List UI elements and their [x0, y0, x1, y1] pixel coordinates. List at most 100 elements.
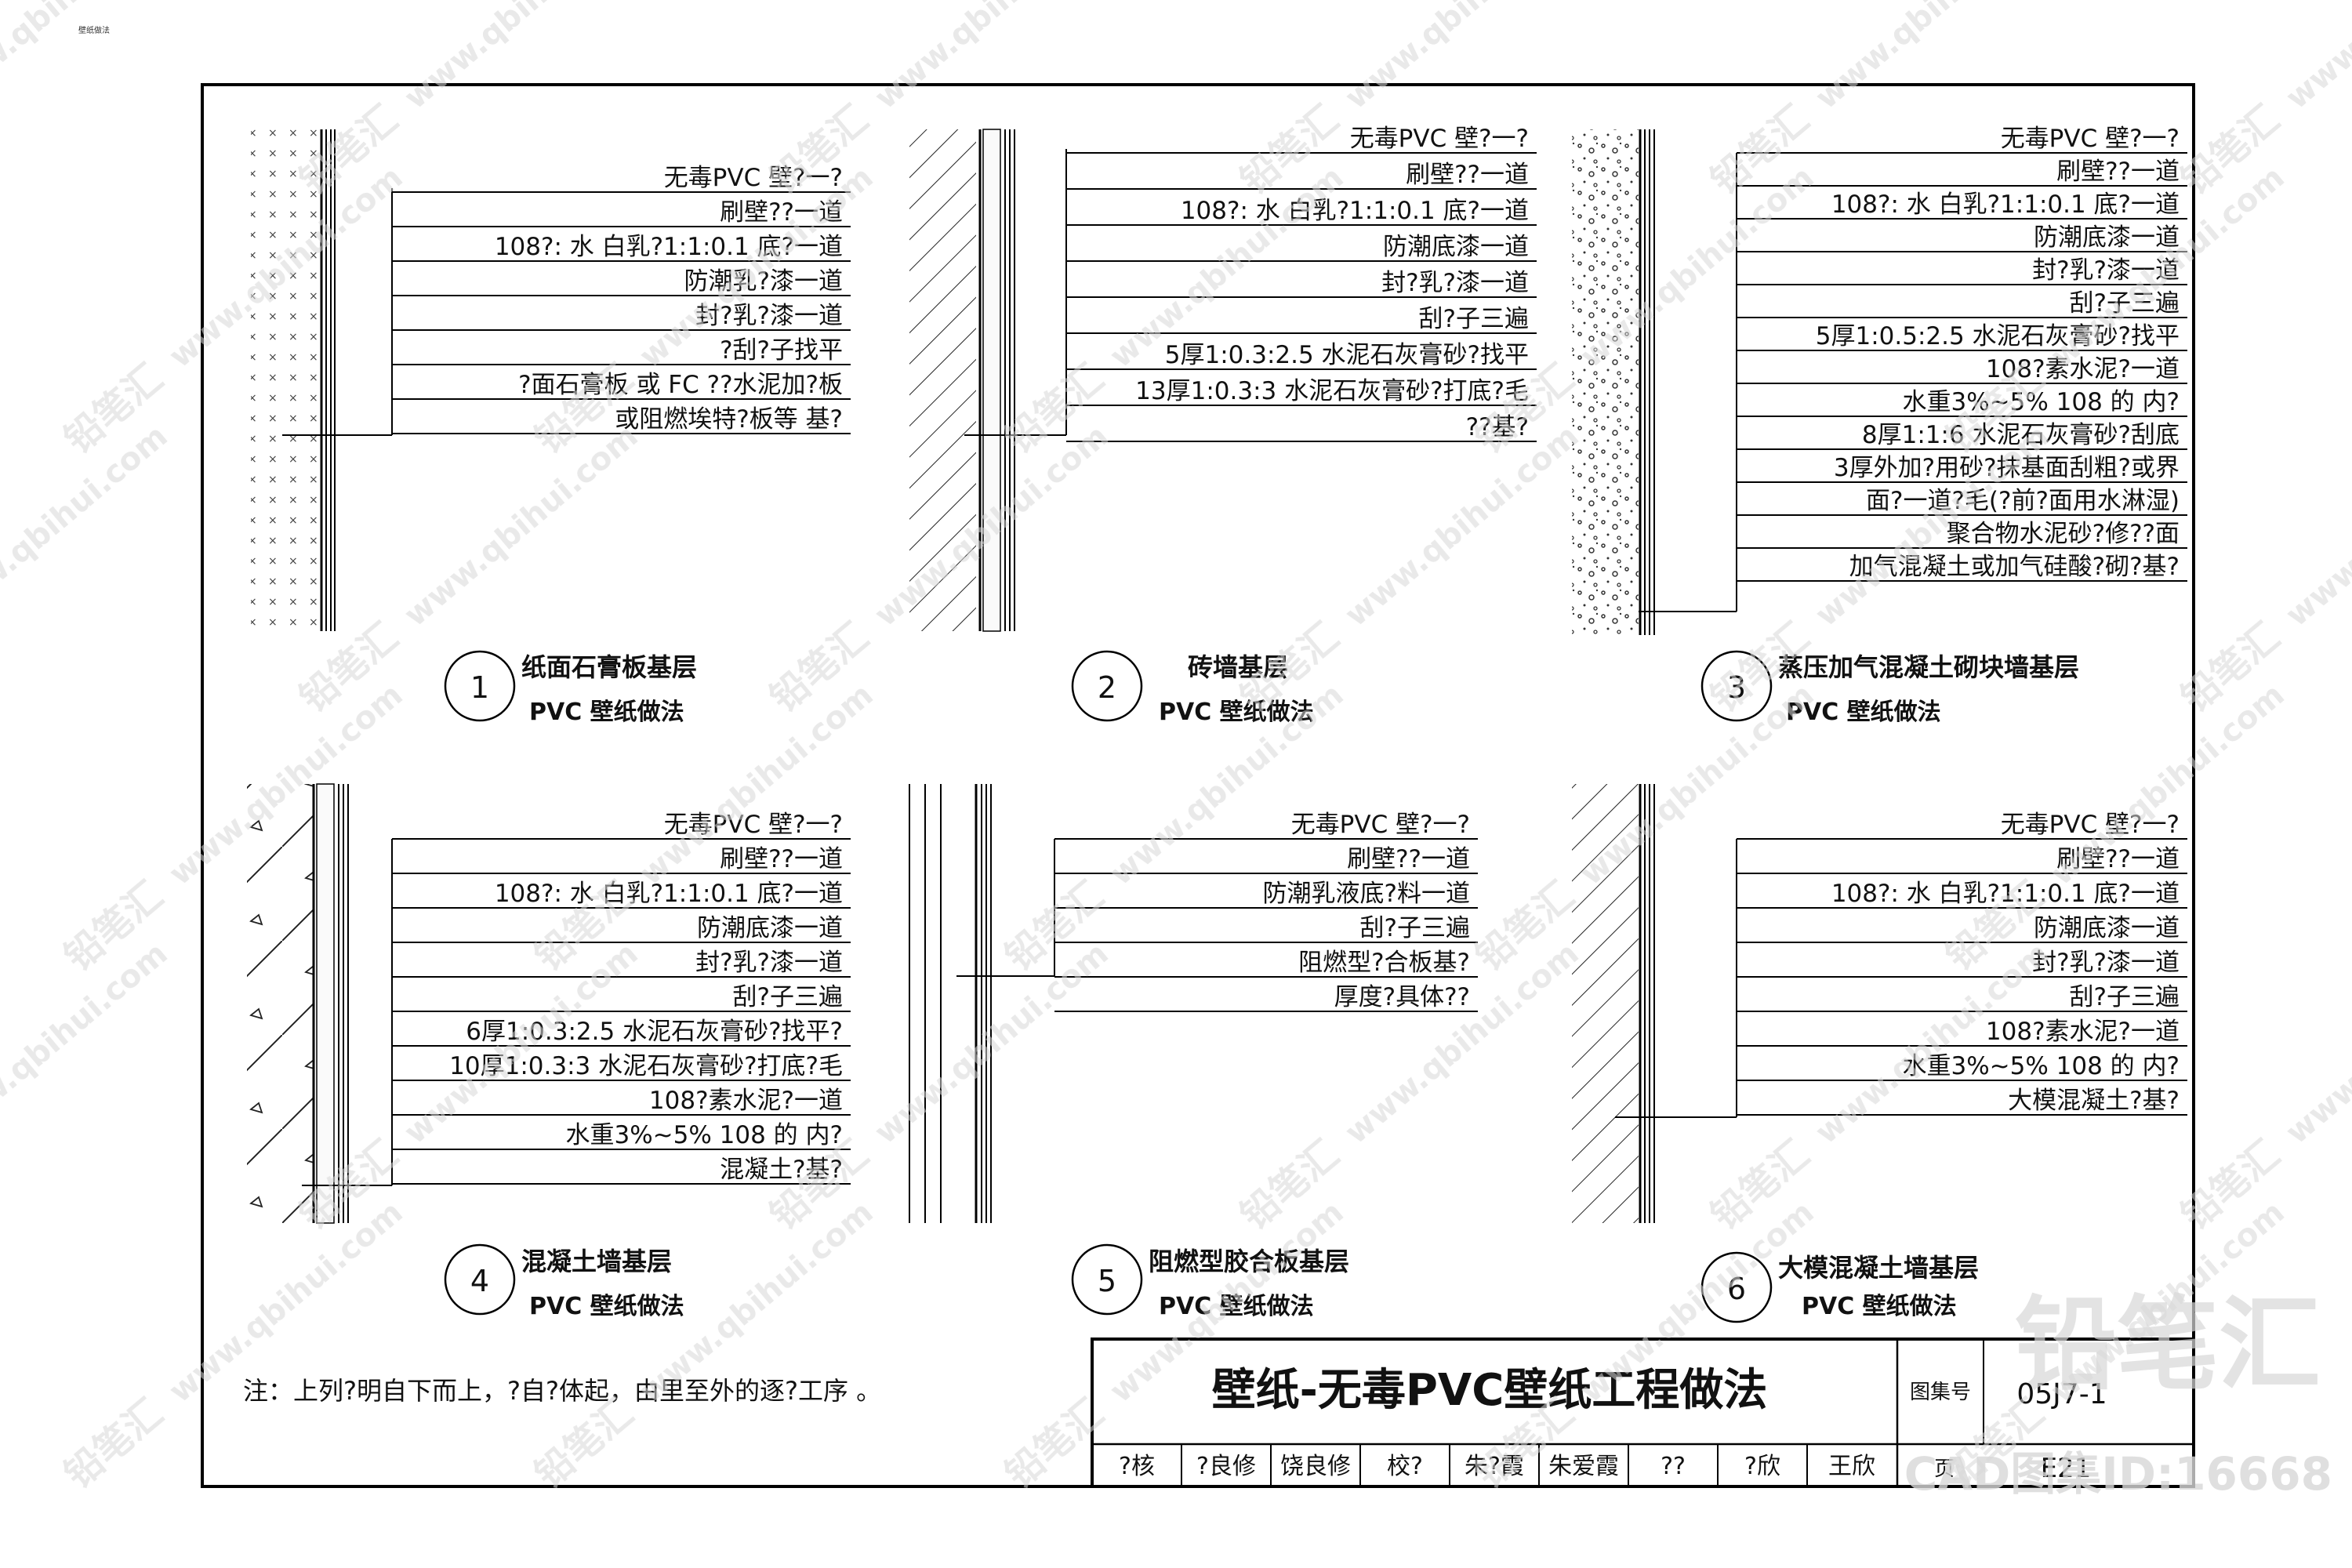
title-block-cell: 校? [1387, 1453, 1423, 1480]
detail-6-title: 大模混凝土墙基层 [1778, 1253, 1979, 1283]
detail-6-subtitle: PVC 壁纸做法 [1802, 1293, 1957, 1320]
watermark-url-text: www.qbihui.com [1338, 418, 1585, 633]
layer-label: 阻燃型?合板基? [1298, 949, 1470, 977]
layer-label: 8厚1:1:6 水泥石灰膏砂?刮底 [1862, 421, 2180, 449]
layer-label: 刷壁??一道 [2056, 158, 2180, 186]
layer-label: 封?乳?漆一道 [1381, 269, 1529, 297]
layer-label: 13厚1:0.3:3 水泥石灰膏砂?打底?毛 [1135, 377, 1529, 405]
drawing-no-label: 图集号 [1910, 1381, 1971, 1404]
detail-6-caption: 6 大模混凝土墙基层 PVC 壁纸做法 [1700, 1251, 1979, 1323]
layer-label: 防潮底漆一道 [697, 914, 843, 942]
detail-2-drawing [909, 129, 1067, 632]
title-block: 壁纸-无毒PVC壁纸工程做法 图集号 05J7-1 ?核?良修饶良修校?朱?霞朱… [1091, 1338, 2195, 1488]
layer-label: 防潮乳?漆一道 [684, 267, 843, 296]
detail-4-caption: 4 混凝土墙基层 PVC 壁纸做法 [444, 1243, 684, 1320]
watermark-brand: 铅笔汇 [2015, 1285, 2321, 1404]
detail-5-drawing [909, 784, 1055, 1223]
detail-3-drawing [1572, 129, 1737, 635]
layer-label: 封?乳?漆一道 [695, 949, 843, 977]
detail-4-number: 4 [470, 1264, 489, 1298]
layer-label: 防潮乳液底?料一道 [1263, 880, 1470, 908]
layer-label: 刮?子三遍 [1419, 305, 1529, 333]
title-block-cell: 朱爱霞 [1548, 1453, 1619, 1480]
layer-label: ?面石膏板 或 FC ??水泥加?板 [518, 371, 843, 399]
layer-label: 刷壁??一道 [1347, 845, 1470, 873]
detail-4-layers: 无毒PVC 壁?一? 刷壁??一道 108?: 水 白乳?1:1:0.1 底?一道防… [392, 811, 851, 1185]
detail-4-subtitle: PVC 壁纸做法 [529, 1293, 684, 1320]
layer-label: 刮?子三遍 [2070, 983, 2180, 1011]
detail-2-title: 砖墙基层 [1188, 652, 1288, 682]
layer-label: 无毒PVC 壁?一? [2001, 125, 2180, 153]
detail-6-number: 6 [1727, 1272, 1746, 1306]
title-block-cell: ?核 [1119, 1453, 1155, 1480]
layer-label: 5厚1:0.3:2.5 水泥石灰膏砂?找平 [1165, 341, 1529, 369]
layer-label: 刷壁??一道 [720, 845, 843, 873]
title-block-cell: ?良修 [1196, 1453, 1256, 1480]
title-block-cells: ?核 ?良修饶良修 校? 朱?霞朱爱霞?? ?欣 王欣 [1119, 1444, 1875, 1486]
layer-label: 108?: 水 白乳?1:1:0.1 底?一道 [495, 880, 843, 908]
layer-label: 水重3%~5% 108 的 内? [565, 1121, 843, 1149]
watermark-url-text: www.qbihui.com [2279, 0, 2352, 116]
layer-label: 或阻燃埃特?板等 基? [615, 405, 843, 434]
layer-label: 108?素水泥?一道 [649, 1087, 843, 1115]
watermark-brand-text: 铅笔汇 [56, 1391, 171, 1497]
title-block-cell: 王欣 [1828, 1453, 1875, 1480]
layer-label: 混凝土?基? [720, 1156, 843, 1184]
watermark-url-text: www.qbihui.com [397, 418, 644, 633]
page-no: E21 [2041, 1453, 2092, 1484]
detail-1-drawing [251, 129, 393, 631]
corner-tag: 壁纸做法 [78, 27, 110, 35]
title-block-cell: 朱?霞 [1465, 1453, 1524, 1480]
detail-3-caption: 3 蒸压加气混凝土砌块墙基层 PVC 壁纸做法 [1700, 650, 2079, 726]
detail-4-drawing [247, 783, 393, 1224]
watermark-url-text: www.qbihui.com [397, 0, 644, 116]
layer-label: 封?乳?漆一道 [695, 302, 843, 330]
layer-label: 108?: 水 白乳?1:1:0.1 底?一道 [1181, 197, 1529, 225]
detail-2-caption: 2 砖墙基层 PVC 壁纸做法 [1071, 650, 1314, 726]
layer-label: 刮?子三遍 [2070, 289, 2180, 318]
layer-label: 聚合物水泥砂?修??面 [1947, 520, 2180, 548]
watermark-id: CAD图集ID:16668 [1904, 1447, 2332, 1501]
detail-6-drawing [1572, 784, 1737, 1223]
layer-label: 加气混凝土或加气硅酸?砌?基? [1849, 553, 2180, 581]
layer-label: 10厚1:0.3:3 水泥石灰膏砂?打底?毛 [449, 1052, 843, 1080]
detail-2-number: 2 [1098, 670, 1116, 705]
detail-3-title: 蒸压加气混凝土砌块墙基层 [1778, 652, 2079, 682]
layer-label: 防潮底漆一道 [2034, 223, 2180, 252]
layer-label: 水重3%~5% 108 的 内? [1902, 1052, 2180, 1080]
general-note: 注：上列?明自下而上，?自?体起，由里至外的逐?工序 。 [243, 1376, 881, 1406]
page-label: 页 [1934, 1457, 1955, 1481]
watermark-url-text: www.qbihui.com [2279, 935, 2352, 1151]
layer-label: 封?乳?漆一道 [2032, 949, 2180, 977]
watermark-url-text: www.qbihui.com [2279, 418, 2352, 633]
layer-label: 厚度?具体?? [1334, 983, 1470, 1011]
layer-label: 3厚外加?用砂?抹基面刮粗?或界 [1834, 454, 2180, 482]
title-block-cell: ?欣 [1744, 1453, 1780, 1480]
layer-label: 无毒PVC 壁?一? [2001, 811, 2180, 839]
title-block-cell: 饶良修 [1280, 1453, 1351, 1480]
layer-label: 水重3%~5% 108 的 内? [1902, 388, 2180, 416]
layer-label: 108?: 水 白乳?1:1:0.1 底?一道 [495, 233, 843, 261]
layer-label: 无毒PVC 壁?一? [664, 811, 843, 839]
detail-3-subtitle: PVC 壁纸做法 [1786, 699, 1941, 726]
layer-label: 刷壁??一道 [1406, 161, 1529, 189]
detail-5-layers: 无毒PVC 壁?一?刷壁??一道防潮乳液底?料一道刮?子三遍阻燃型?合板基?厚度… [1054, 811, 1478, 1012]
layer-label: 无毒PVC 壁?一? [1350, 125, 1529, 153]
detail-1-subtitle: PVC 壁纸做法 [529, 699, 684, 726]
title-block-cell: ?? [1661, 1453, 1686, 1480]
layer-label: 5厚1:0.5:2.5 水泥石灰膏砂?找平 [1816, 322, 2180, 350]
